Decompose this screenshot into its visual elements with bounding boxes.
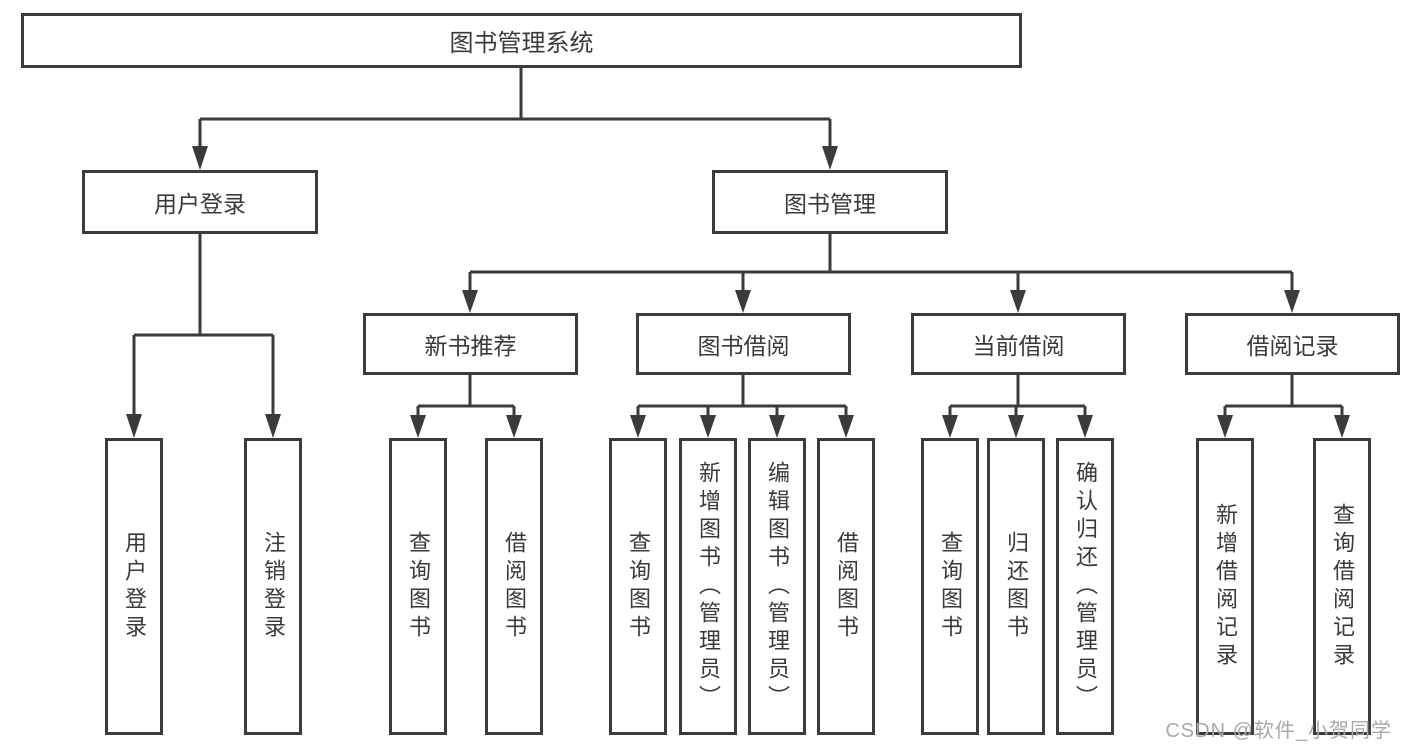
leaf-borrow-books-borrowing: 借阅图书 bbox=[817, 438, 875, 735]
leaf-query-books-borrowing: 查询图书 bbox=[609, 438, 667, 735]
arrowhead bbox=[838, 415, 854, 438]
node-borrowing-records: 借阅记录 bbox=[1185, 313, 1400, 375]
arrowhead bbox=[822, 146, 838, 170]
leaf-query-books-current: 查询图书 bbox=[921, 438, 979, 735]
leaf-edit-book-admin: 编辑图书（管理员） bbox=[748, 438, 806, 735]
leaf-query-books-recommend: 查询图书 bbox=[389, 438, 447, 735]
arrowhead bbox=[192, 146, 208, 170]
leaf-confirm-return-admin: 确认归还（管理员） bbox=[1056, 438, 1114, 735]
arrowhead bbox=[410, 415, 426, 438]
connector-new-book-recommend bbox=[410, 375, 522, 438]
leaf-borrow-books-recommend: 借阅图书 bbox=[485, 438, 543, 735]
arrowhead bbox=[1008, 415, 1024, 438]
connector-book-borrowing bbox=[630, 375, 854, 438]
arrowhead bbox=[769, 415, 785, 438]
leaf-logout: 注销登录 bbox=[244, 438, 302, 735]
arrowhead bbox=[735, 290, 751, 313]
arrowhead bbox=[265, 414, 281, 438]
connector-current-borrowing bbox=[942, 375, 1093, 438]
arrowhead bbox=[126, 414, 142, 438]
arrowhead bbox=[1077, 415, 1093, 438]
node-library-system: 图书管理系统 bbox=[21, 13, 1022, 68]
connector-borrowing-records bbox=[1217, 375, 1350, 438]
leaf-query-borrow-record: 查询借阅记录 bbox=[1313, 438, 1371, 735]
node-book-management: 图书管理 bbox=[712, 170, 948, 234]
node-book-borrowing: 图书借阅 bbox=[636, 313, 851, 375]
connector-user-login bbox=[126, 234, 281, 438]
arrowhead bbox=[942, 415, 958, 438]
arrowhead bbox=[1284, 290, 1300, 313]
arrowhead bbox=[506, 415, 522, 438]
arrowhead bbox=[1334, 415, 1350, 438]
arrowhead bbox=[1010, 290, 1026, 313]
node-current-borrowing: 当前借阅 bbox=[911, 313, 1126, 375]
arrowhead bbox=[462, 290, 478, 313]
leaf-add-book-admin: 新增图书（管理员） bbox=[679, 438, 737, 735]
watermark-text: CSDN @软件_小贺同学 bbox=[1165, 720, 1392, 742]
connector-root bbox=[192, 68, 838, 170]
connector-book-management bbox=[462, 233, 1300, 313]
arrowhead bbox=[700, 415, 716, 438]
arrowhead bbox=[630, 415, 646, 438]
node-user-login: 用户登录 bbox=[82, 170, 318, 234]
leaf-return-books: 归还图书 bbox=[987, 438, 1045, 735]
leaf-add-borrow-record: 新增借阅记录 bbox=[1196, 438, 1254, 735]
leaf-user-login: 用户登录 bbox=[105, 438, 163, 735]
node-new-book-recommend: 新书推荐 bbox=[363, 313, 578, 375]
arrowhead bbox=[1217, 415, 1233, 438]
